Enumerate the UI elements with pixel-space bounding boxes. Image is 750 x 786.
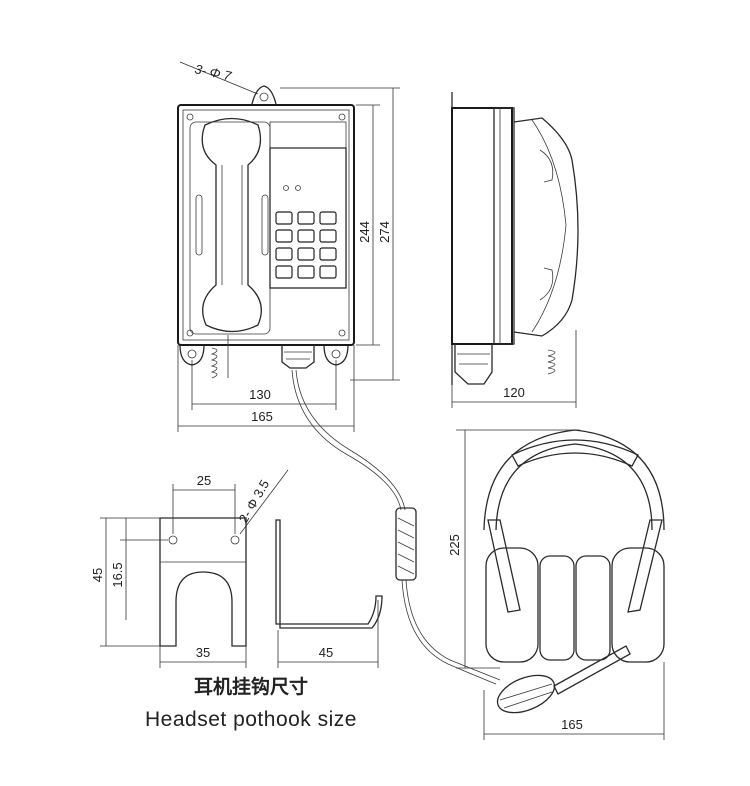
left-mounting-hole (187, 349, 197, 359)
dim-height-inner: 244 (357, 221, 372, 243)
handset-cradle-right (261, 194, 269, 256)
side-handset-inner (531, 119, 567, 333)
keypad-key (297, 211, 315, 225)
side-cord-coil (547, 349, 556, 375)
keypad-key (297, 265, 315, 279)
top-mounting-tab (251, 85, 277, 105)
headset-width: 165 (561, 717, 583, 732)
keypad-keys (275, 211, 337, 279)
keypad-key (319, 211, 337, 225)
cable-gland-ribs (284, 351, 312, 360)
hook-front-view (159, 517, 247, 647)
handset-cradle-left (195, 194, 203, 256)
hole-leader (179, 61, 259, 95)
hook-height: 45 (90, 568, 105, 582)
right-mounting-hole (331, 349, 341, 359)
dim-height-outer: 274 (377, 221, 392, 243)
dim-width-outer: 165 (251, 409, 273, 424)
hook-side-view (275, 519, 383, 629)
hook-hole (168, 535, 178, 545)
hook-front-dimensions: 25 2- Φ 3.5 45 16.5 35 (90, 469, 289, 668)
top-mounting-hole (259, 92, 269, 102)
keypad-key (297, 229, 315, 243)
keypad-key (319, 265, 337, 279)
headset-cable (291, 369, 501, 685)
dim-width-inner: 130 (249, 387, 271, 402)
handset-inner-line (221, 165, 243, 285)
microphone (496, 674, 556, 714)
phone-housing (177, 104, 355, 346)
dim-depth: 120 (503, 385, 525, 400)
screw (186, 113, 194, 121)
headset-dimensions: 225 165 (447, 429, 665, 740)
headband-outer (483, 429, 665, 531)
hole-note: 3- Φ 7 (193, 61, 233, 84)
front-view (177, 85, 355, 379)
side-mouthpiece (539, 267, 554, 301)
hook-hole (230, 535, 240, 545)
caption-chinese: 耳机挂钩尺寸 (194, 675, 308, 698)
cable-gland (281, 345, 315, 369)
keypad-key (319, 247, 337, 261)
hook-plate (159, 517, 247, 647)
side-housing (451, 107, 513, 345)
keypad-key (275, 265, 293, 279)
hook-hole-leader (239, 469, 289, 535)
headband-inner (495, 443, 653, 531)
keypad-key (297, 247, 315, 261)
keypad-key (275, 211, 293, 225)
side-cable-gland (454, 344, 493, 385)
hook-profile (275, 519, 383, 629)
screw (338, 329, 346, 337)
microphone-boom (553, 645, 631, 695)
microphone-grille (499, 683, 553, 709)
left-yoke (487, 519, 521, 613)
hook-side-dimensions: 45 (277, 600, 379, 668)
right-yoke (627, 519, 663, 613)
left-ear-cup (485, 547, 539, 663)
indicator-led (283, 185, 289, 191)
side-gland-ribs (457, 353, 490, 365)
right-ear-cup (611, 547, 665, 663)
side-lid (493, 107, 515, 345)
keypad-key (275, 247, 293, 261)
hook-depth: 45 (319, 645, 333, 660)
front-view-dimensions: 3- Φ 7 244 274 130 165 (177, 61, 400, 432)
hook-hole-spacing: 25 (197, 473, 211, 488)
phone-housing-inner (182, 109, 350, 341)
hook-hole-note: 2- Φ 3.5 (236, 477, 273, 525)
side-view-dimensions: 120 (451, 330, 577, 408)
right-ear-pad (575, 555, 611, 661)
hook-width: 35 (196, 645, 210, 660)
handset-cord-coil (210, 347, 218, 379)
headset-height: 225 (447, 534, 462, 556)
caption-english: Headset pothook size (145, 708, 357, 731)
keypad-panel-top (269, 121, 347, 149)
left-ear-pad (539, 555, 575, 661)
headset (483, 429, 665, 714)
side-view (451, 92, 579, 385)
side-handset (513, 117, 579, 337)
headband-pad (511, 439, 639, 467)
side-earpiece (539, 149, 554, 183)
keypad-key (275, 229, 293, 243)
handset (201, 117, 262, 333)
hook-hole-offset: 16.5 (110, 562, 125, 587)
indicator-led (295, 185, 301, 191)
screw (338, 113, 346, 121)
keypad-key (319, 229, 337, 243)
